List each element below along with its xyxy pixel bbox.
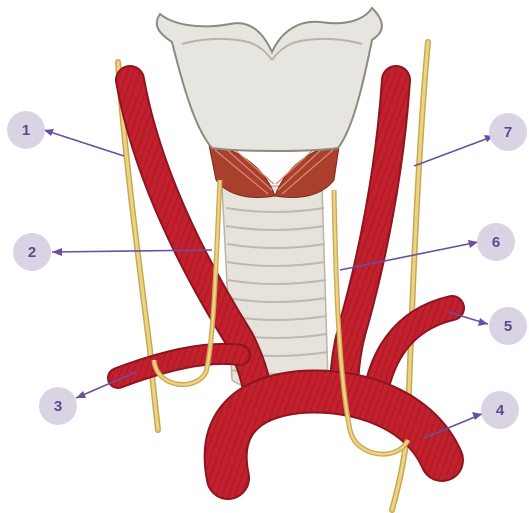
label-badge-1: 1	[7, 111, 45, 149]
label-number-1: 1	[22, 122, 30, 139]
label-number-6: 6	[492, 234, 500, 251]
label-number-5: 5	[504, 318, 512, 335]
leader-line-7	[414, 136, 494, 166]
thyroid-cartilage	[157, 8, 382, 151]
label-badge-2: 2	[13, 233, 51, 271]
label-number-4: 4	[496, 402, 505, 419]
label-number-3: 3	[54, 398, 62, 415]
label-badge-7: 7	[489, 113, 527, 151]
label-badge-4: 4	[481, 391, 519, 429]
label-number-7: 7	[504, 124, 512, 141]
label-badge-6: 6	[477, 223, 515, 261]
label-number-2: 2	[28, 244, 36, 261]
label-badge-5: 5	[489, 307, 527, 345]
label-badge-3: 3	[39, 387, 77, 425]
leader-line-1	[44, 130, 124, 156]
